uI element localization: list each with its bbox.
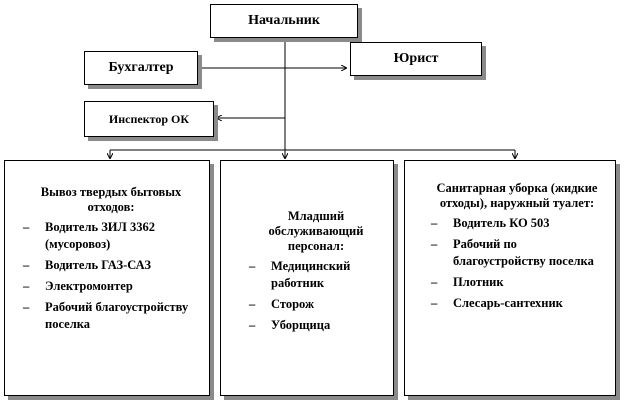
department-1-title: Вывоз твердых бытовых отходов: (40, 185, 182, 214)
list-item: –Рабочий благоустройству поселка (23, 300, 189, 331)
list-item: –Сторож (249, 297, 315, 311)
department-3-title: Санитарная уборка (жидкие отходы), наруж… (436, 181, 598, 210)
department-box-3: Санитарная уборка (жидкие отходы), наруж… (404, 160, 616, 396)
accountant-label: Бухгалтер (108, 60, 174, 75)
list-item: –Водитель КО 503 (431, 216, 550, 230)
lawyer-label: Юрист (393, 51, 439, 66)
list-item: –Уборщица (249, 318, 331, 332)
list-item: –Медицинский работник (249, 259, 351, 290)
department-1-list: –Водитель ЗИЛ 3362 (мусоровоз) –Водитель… (19, 219, 203, 333)
department-3-list: –Водитель КО 503 –Рабочий по благоустрой… (427, 215, 607, 312)
inspector-box: Инспектор ОК (84, 101, 214, 137)
list-item: –Слесарь-сантехник (431, 296, 563, 310)
boss-label: Начальник (248, 13, 320, 28)
department-2-list: –Медицинский работник –Сторож –Уборщица (245, 258, 387, 334)
department-box-1: Вывоз твердых бытовых отходов: –Водитель… (4, 160, 210, 396)
list-item: –Водитель ЗИЛ 3362 (мусоровоз) (23, 220, 155, 251)
list-item: –Водитель ГАЗ-САЗ (23, 258, 151, 272)
accountant-box: Бухгалтер (84, 51, 198, 85)
lawyer-box: Юрист (350, 42, 482, 76)
department-2-title: Младший обслуживающий персонал: (268, 209, 364, 253)
list-item: –Плотник (431, 275, 504, 289)
department-box-2: Младший обслуживающий персонал: –Медицин… (220, 160, 394, 396)
inspector-label: Инспектор ОК (108, 111, 190, 126)
list-item: –Электромонтер (23, 279, 133, 293)
boss-box: Начальник (210, 4, 358, 38)
list-item: –Рабочий по благоустройству поселка (431, 237, 594, 268)
